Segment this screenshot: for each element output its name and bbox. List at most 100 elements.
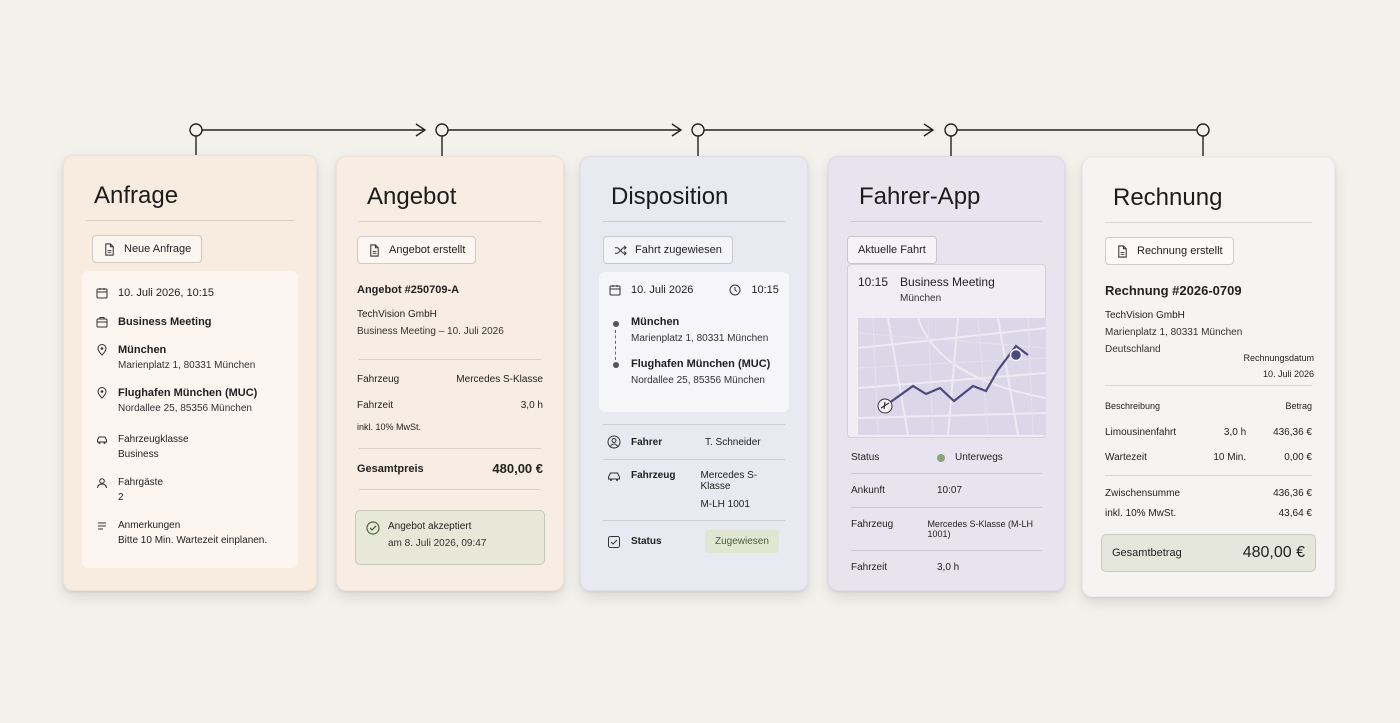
workflow-connector — [189, 123, 1210, 156]
offer-company: TechVision GmbH — [357, 309, 437, 320]
current-ride-tab[interactable]: Aktuelle Fahrt — [847, 236, 937, 264]
subtotal-value: 436,36 € — [1273, 488, 1312, 499]
checkbox-icon — [608, 535, 620, 548]
new-request-button[interactable]: Neue Anfrage — [92, 235, 203, 263]
vat-note: inkl. 10% MwSt. — [357, 422, 422, 432]
location-pin-icon — [97, 344, 107, 356]
status-badge: Zugewiesen — [705, 530, 779, 553]
ride-details: 10. Juli 2026 10:15 München Marienplatz … — [599, 272, 789, 412]
notes-icon — [98, 522, 106, 530]
passengers-label: Fahrgäste — [118, 477, 164, 488]
calendar-icon — [609, 285, 621, 296]
ride-time: 10:15 — [751, 284, 779, 296]
card-title: Anfrage — [94, 182, 179, 209]
duration-label: Fahrzeit — [357, 400, 394, 411]
invoice-number: Rechnung #2026-0709 — [1105, 283, 1242, 298]
vat-label: inkl. 10% MwSt. — [1105, 508, 1177, 519]
car-icon — [97, 436, 107, 444]
dropoff-city: Flughafen München (MUC) — [118, 387, 258, 399]
pickup-city: München — [118, 344, 167, 356]
accepted-date: am 8. Juli 2026, 09:47 — [388, 538, 487, 549]
invoice-address: Marienplatz 1, 80331 München — [1105, 327, 1243, 338]
dropoff-address: Nordallee 25, 85356 München — [118, 403, 252, 414]
vehicle-label: Fahrzeug — [851, 519, 894, 530]
calendar-icon — [96, 288, 108, 299]
card-title: Angebot — [367, 183, 457, 210]
status-value: Unterwegs — [955, 452, 1003, 463]
card-title: Disposition — [611, 183, 729, 210]
plane-icon — [880, 401, 890, 410]
offer-subject: Business Meeting – 10. Juli 2026 — [357, 326, 504, 337]
request-meeting: Business Meeting — [118, 316, 212, 328]
clock-icon — [729, 284, 741, 296]
request-datetime: 10. Juli 2026, 10:15 — [118, 287, 215, 299]
status-label: Status — [851, 452, 880, 463]
user-circle-icon — [607, 435, 621, 449]
card-title: Rechnung — [1113, 184, 1223, 211]
ride-city: München — [900, 293, 942, 304]
invoice-date-label: Rechnungsdatum — [1243, 353, 1314, 363]
offer-accepted-box: Angebot akzeptiert am 8. Juli 2026, 09:47 — [355, 510, 545, 565]
offer-number: Angebot #250709-A — [357, 284, 460, 296]
invoice-line: Limousinenfahrt 3,0 h 436,36 € — [1105, 427, 1312, 438]
vehicle-value: Mercedes S-Klasse (M-LH 1001) — [927, 519, 1033, 539]
card-fahrer-app: Fahrer-App Aktuelle Fahrt 10:15 Business… — [828, 156, 1065, 591]
col-description: Beschreibung — [1105, 401, 1161, 411]
col-amount: Betrag — [1285, 401, 1312, 411]
card-disposition: Disposition Fahrt zugewiesen 10. Juli 20… — [580, 156, 808, 591]
document-icon — [370, 243, 379, 257]
from-city: München — [631, 316, 680, 328]
briefcase-icon — [96, 317, 108, 328]
offer-created-button[interactable]: Angebot erstellt — [357, 236, 477, 264]
invoice-line: Wartezeit 10 Min. 0,00 € — [1105, 452, 1312, 463]
to-address: Nordallee 25, 85356 München — [631, 375, 765, 386]
card-anfrage: Anfrage Neue Anfrage 10. Juli 2026, 10:1… — [63, 155, 317, 591]
duration-value: 3,0 h — [520, 400, 543, 411]
user-icon — [97, 478, 107, 489]
status-label: Status — [631, 536, 662, 547]
document-icon — [1118, 244, 1127, 258]
invoice-date: 10. Juli 2026 — [1262, 369, 1314, 379]
location-pin-icon — [97, 387, 107, 399]
ride-date: 10. Juli 2026 — [631, 284, 694, 296]
vat-value: 43,64 € — [1278, 508, 1312, 519]
ride-meeting: Business Meeting — [900, 275, 995, 289]
total-label: Gesamtpreis — [357, 462, 424, 475]
vehicle-class-label: Fahrzeugklasse — [118, 434, 189, 445]
shuffle-icon — [614, 244, 627, 256]
destination-pin-icon — [1009, 348, 1023, 362]
vehicle-label: Fahrzeug — [357, 374, 400, 385]
driver-label: Fahrer — [631, 436, 663, 448]
pickup-address: Marienplatz 1, 80331 München — [118, 360, 256, 371]
card-rechnung: Rechnung Rechnung erstellt Rechnung #202… — [1082, 157, 1335, 597]
vehicle-line1: Mercedes S-Klasse — [700, 470, 758, 492]
duration-value: 3,0 h — [937, 562, 960, 573]
vehicle-line2: M-LH 1001 — [700, 499, 750, 510]
route-map — [858, 318, 1046, 435]
vehicle-class-value: Business — [118, 449, 159, 460]
to-city: Flughafen München (MUC) — [631, 358, 771, 370]
card-angebot: Angebot Angebot erstellt Angebot #250709… — [336, 156, 564, 591]
invoice-company: TechVision GmbH — [1105, 310, 1185, 321]
accepted-title: Angebot akzeptiert — [388, 521, 472, 532]
card-title: Fahrer-App — [859, 183, 981, 210]
duration-label: Fahrzeit — [851, 562, 888, 573]
total-value: 480,00 € — [492, 461, 543, 476]
request-details: 10. Juli 2026, 10:15 Business Meeting Mü… — [82, 271, 298, 568]
grand-total-box: Gesamtbetrag 480,00 € — [1101, 534, 1316, 572]
from-address: Marienplatz 1, 80331 München — [631, 333, 769, 344]
ride-assigned-button[interactable]: Fahrt zugewiesen — [603, 236, 733, 264]
subtotal-label: Zwischensumme — [1105, 488, 1181, 499]
ride-time: 10:15 — [858, 275, 889, 289]
invoice-country: Deutschland — [1105, 344, 1161, 355]
arrival-value: 10:07 — [937, 485, 963, 496]
document-icon — [105, 242, 114, 256]
status-dot-icon — [937, 453, 945, 462]
notes-label: Anmerkungen — [118, 520, 181, 531]
invoice-created-button[interactable]: Rechnung erstellt — [1105, 237, 1234, 265]
driver-value: T. Schneider — [705, 436, 761, 448]
notes-value: Bitte 10 Min. Wartezeit einplanen. — [118, 535, 268, 546]
vehicle-label: Fahrzeug — [631, 470, 676, 481]
vehicle-value: Mercedes S-Klasse — [456, 374, 543, 385]
